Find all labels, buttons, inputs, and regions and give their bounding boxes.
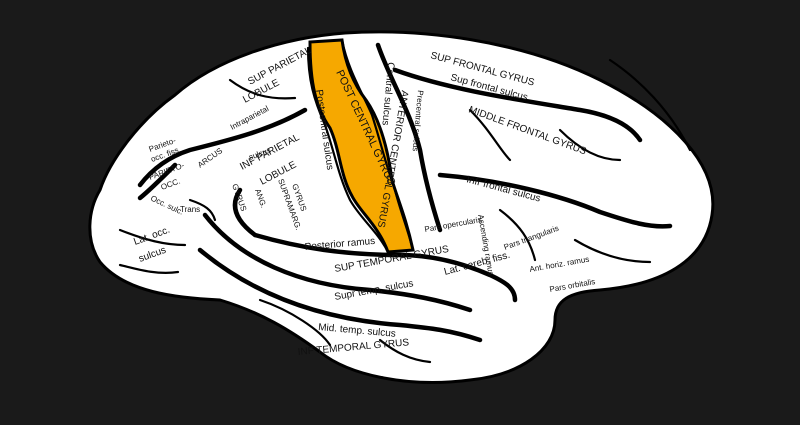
lateral-fissure	[252, 232, 518, 303]
middle-temporal-sulcus	[197, 247, 483, 343]
postcentral-sulcus-line	[306, 46, 390, 254]
intraparietal-sulcus	[137, 107, 308, 188]
sulcus-minor-2	[558, 128, 622, 162]
central-sulcus-line	[340, 38, 415, 252]
superior-temporal-sulcus	[202, 212, 473, 313]
sulcus-minor-1	[468, 108, 512, 162]
sulcus-minor-7	[188, 198, 217, 222]
sulcus-minor-6	[228, 78, 297, 100]
label-trans: Trans	[180, 205, 200, 214]
inferior-frontal-sulcus	[437, 172, 673, 229]
precentral-sulcus	[375, 42, 443, 233]
lateral-fissure-posterior	[232, 187, 258, 238]
sulcus-minor-8	[118, 228, 187, 247]
sulcus-minor-9	[118, 263, 180, 274]
sulcus-minor-11	[378, 338, 432, 364]
parieto-occipital-sulcus	[137, 162, 178, 201]
sulcus-minor-3	[608, 58, 692, 152]
sulcus-minor-10	[258, 298, 332, 347]
superior-frontal-sulcus	[392, 67, 643, 143]
sulcus-minor-5	[573, 238, 652, 264]
sulcus-minor-4	[498, 208, 537, 262]
